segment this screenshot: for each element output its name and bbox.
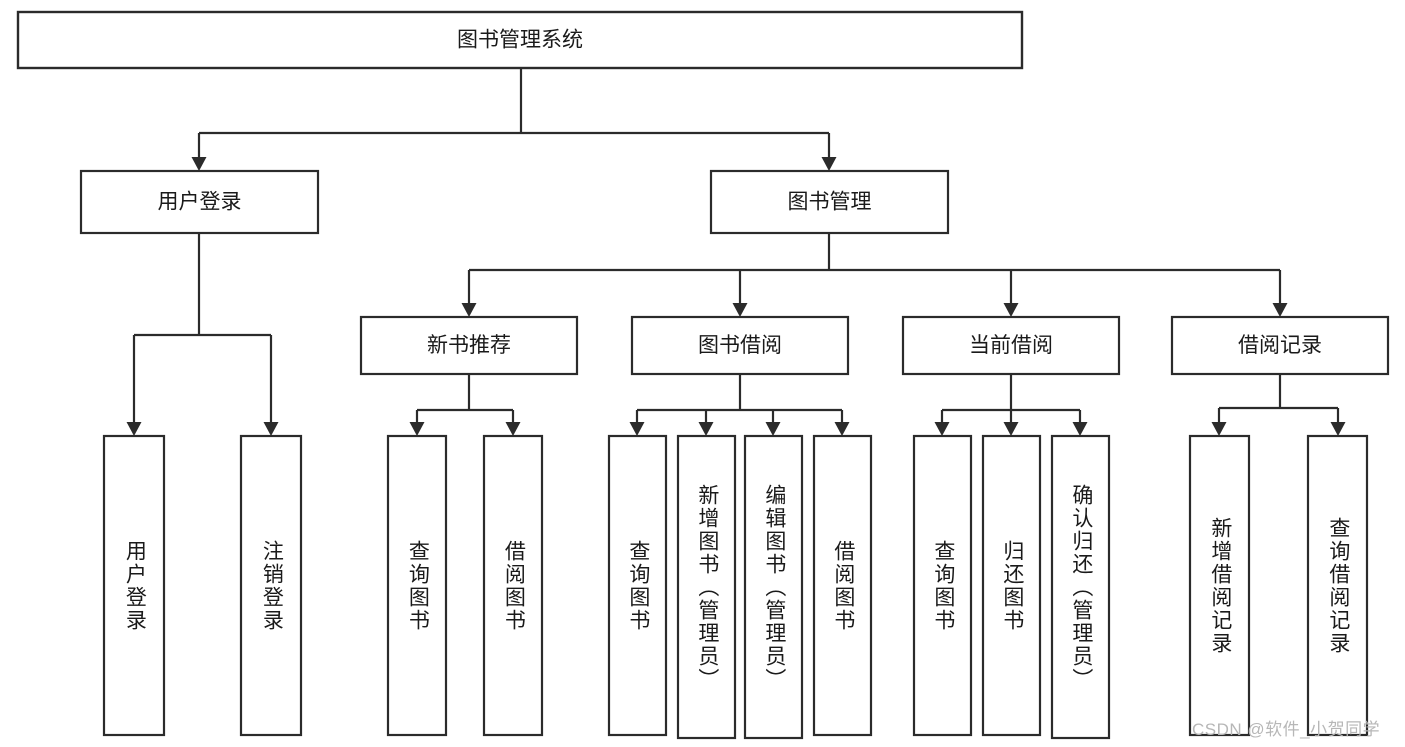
arrow-head-icon [1330, 422, 1346, 436]
node-label-leaf-return-book: 归还图书 [1000, 539, 1024, 632]
arrow-head-icon [765, 422, 781, 436]
node-box-leaf-add-record[interactable] [1188, 434, 1251, 737]
node-label-new-book-recommend: 新书推荐 [427, 334, 511, 357]
node-box-leaf-edit-book[interactable] [743, 434, 804, 740]
node-label-wrap-leaf-edit-book[interactable]: 编辑图书（管理员） [745, 436, 802, 738]
arrow-head-icon [461, 303, 477, 317]
connector-line [197, 68, 831, 159]
arrow-head-icon [834, 422, 850, 436]
node-box-leaf-query-book-2[interactable] [607, 434, 668, 737]
node-label-leaf-add-record: 新增借阅记录 [1208, 516, 1232, 655]
node-box-leaf-confirm-return[interactable] [1050, 434, 1111, 740]
node-box-leaf-user-login[interactable] [102, 434, 166, 737]
arrow-head-icon [1003, 422, 1019, 436]
node-label-borrow-records: 借阅记录 [1238, 334, 1322, 357]
node-label-wrap-leaf-user-login[interactable]: 用户登录 [104, 436, 164, 735]
node-box-leaf-return-book[interactable] [981, 434, 1042, 737]
arrow-head-icon [409, 422, 425, 436]
csdn-watermark: CSDN @软件_小贺同学 [1192, 720, 1381, 739]
box-layer [16, 10, 1390, 740]
node-label-wrap-leaf-query-book-2[interactable]: 查询图书 [609, 436, 666, 735]
connector-layer [126, 68, 1346, 436]
node-label-leaf-borrow-book-2: 借阅图书 [831, 539, 855, 632]
node-label-leaf-query-record: 查询借阅记录 [1326, 516, 1350, 655]
node-label-wrap-leaf-query-book-3[interactable]: 查询图书 [914, 436, 971, 735]
node-box-leaf-borrow-book-2[interactable] [812, 434, 873, 737]
node-box-root[interactable] [16, 10, 1024, 70]
node-label-wrap-leaf-add-book[interactable]: 新增图书（管理员） [678, 436, 735, 738]
arrow-head-icon [821, 157, 837, 171]
arrow-head-icon [126, 422, 142, 436]
node-label-leaf-edit-book: 编辑图书（管理员） [762, 483, 786, 691]
node-label-root: 图书管理系统 [457, 29, 583, 52]
node-label-leaf-add-book: 新增图书（管理员） [695, 483, 719, 691]
node-box-book-management[interactable] [709, 169, 950, 235]
node-box-leaf-logout[interactable] [239, 434, 303, 737]
arrow-head-icon [1211, 422, 1227, 436]
node-label-wrap-leaf-query-book-1[interactable]: 查询图书 [388, 436, 446, 735]
connector-line [1217, 374, 1340, 424]
node-box-new-book-recommend[interactable] [359, 315, 579, 376]
arrow-head-icon [1272, 303, 1288, 317]
arrow-head-icon [263, 422, 279, 436]
node-label-leaf-confirm-return: 确认归还（管理员） [1069, 483, 1093, 691]
node-box-leaf-query-book-3[interactable] [912, 434, 973, 737]
node-label-leaf-borrow-book-1: 借阅图书 [502, 539, 526, 632]
node-box-book-borrow[interactable] [630, 315, 850, 376]
connector-line [467, 233, 1282, 305]
arrow-head-icon [732, 303, 748, 317]
node-box-leaf-borrow-book-1[interactable] [482, 434, 544, 737]
connector-line [415, 374, 515, 424]
arrow-head-icon [1003, 303, 1019, 317]
node-label-user-login: 用户登录 [158, 191, 242, 214]
node-box-user-login[interactable] [79, 169, 320, 235]
node-label-wrap-leaf-logout[interactable]: 注销登录 [241, 436, 301, 735]
node-box-current-borrow[interactable] [901, 315, 1121, 376]
node-label-book-borrow: 图书借阅 [698, 334, 782, 357]
arrow-head-icon [1072, 422, 1088, 436]
node-label-wrap-leaf-return-book[interactable]: 归还图书 [983, 436, 1040, 735]
node-box-borrow-records[interactable] [1170, 315, 1390, 376]
arrow-head-icon [934, 422, 950, 436]
arrow-head-icon [505, 422, 521, 436]
connector-line [635, 374, 844, 424]
arrow-head-icon [698, 422, 714, 436]
node-box-leaf-add-book[interactable] [676, 434, 737, 740]
node-label-book-management: 图书管理 [788, 191, 872, 214]
node-label-leaf-query-book-2: 查询图书 [626, 539, 650, 632]
node-label-leaf-query-book-3: 查询图书 [931, 539, 955, 632]
connector-line [940, 374, 1082, 424]
node-label-leaf-logout: 注销登录 [260, 539, 284, 632]
node-label-wrap-leaf-confirm-return[interactable]: 确认归还（管理员） [1052, 436, 1109, 738]
node-label-current-borrow: 当前借阅 [969, 334, 1053, 357]
node-box-leaf-query-book-1[interactable] [386, 434, 448, 737]
node-label-leaf-query-book-1: 查询图书 [406, 539, 430, 632]
arrow-head-icon [629, 422, 645, 436]
node-label-leaf-user-login: 用户登录 [123, 539, 147, 632]
node-box-leaf-query-record[interactable] [1306, 434, 1369, 737]
node-label-wrap-leaf-borrow-book-1[interactable]: 借阅图书 [484, 436, 542, 735]
node-label-wrap-leaf-query-record[interactable]: 查询借阅记录 [1308, 436, 1367, 735]
arrow-head-icon [191, 157, 207, 171]
node-label-wrap-leaf-add-record[interactable]: 新增借阅记录 [1190, 436, 1249, 735]
node-label-wrap-leaf-borrow-book-2[interactable]: 借阅图书 [814, 436, 871, 735]
connector-line [132, 233, 273, 424]
